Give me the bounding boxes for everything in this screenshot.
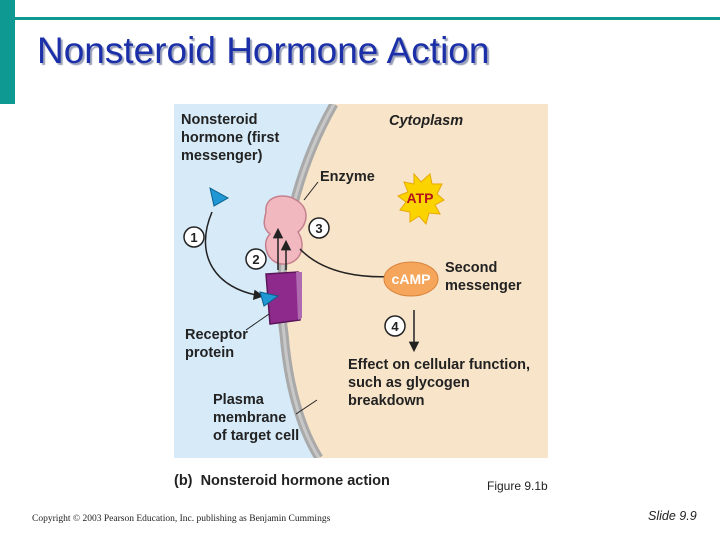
- hormone-diagram: ATP cAMP 1 2 3 4 Nonsteroid: [174, 101, 548, 461]
- step1-arrow: [204, 211, 265, 300]
- atp-burst-icon: [396, 172, 445, 226]
- cytoplasm-label: Cytoplasm: [389, 113, 464, 129]
- copyright-notice: Copyright © 2003 Pearson Education, Inc.…: [32, 514, 331, 524]
- camp-text: cAMP: [392, 271, 431, 287]
- caption-text: Nonsteroid hormone action: [200, 473, 390, 489]
- step-1-number: 1: [190, 230, 197, 245]
- accent-bar-left: [0, 0, 15, 104]
- caption-letter: (b): [174, 473, 193, 489]
- slide-number: Slide 9.9: [648, 509, 697, 523]
- receptor-protein-icon: [265, 271, 301, 325]
- hormone-molecule-icon: [209, 187, 230, 207]
- receptor-label: Receptor protein: [185, 327, 248, 361]
- membrane-leader-line: [295, 399, 318, 415]
- camp-oval-icon: [383, 261, 439, 297]
- step-2-number: 2: [252, 252, 259, 267]
- step-2-badge: 2: [245, 248, 267, 270]
- diagram-svg: ATP cAMP 1 2 3 4: [174, 101, 548, 461]
- effect-label: Effect on cellular function, such as gly…: [348, 357, 531, 409]
- second-messenger-label: Second messenger: [445, 260, 522, 294]
- hormone-label: Nonsteroid hormone (first messenger): [181, 112, 280, 164]
- figure-reference: Figure 9.1b: [487, 479, 548, 493]
- step-3-number: 3: [315, 221, 322, 236]
- bound-hormone-icon: [259, 291, 280, 307]
- accent-bar-top: [15, 17, 720, 20]
- enzyme-label: Enzyme: [320, 169, 375, 185]
- enzyme-leader-line: [303, 181, 319, 201]
- slide-title: Nonsteroid Hormone Action: [37, 30, 490, 71]
- atp-text: ATP: [407, 190, 434, 206]
- step-1-badge: 1: [183, 226, 205, 248]
- step-3-badge: 3: [308, 217, 330, 239]
- enzyme-icon: [263, 195, 307, 265]
- membrane-label: Plasma membrane of target cell: [213, 392, 300, 444]
- figure-caption: (b) Nonsteroid hormone action: [174, 473, 390, 489]
- receptor-leader-line: [245, 313, 270, 331]
- step-4-badge: 4: [384, 315, 406, 337]
- step-4-number: 4: [391, 319, 399, 334]
